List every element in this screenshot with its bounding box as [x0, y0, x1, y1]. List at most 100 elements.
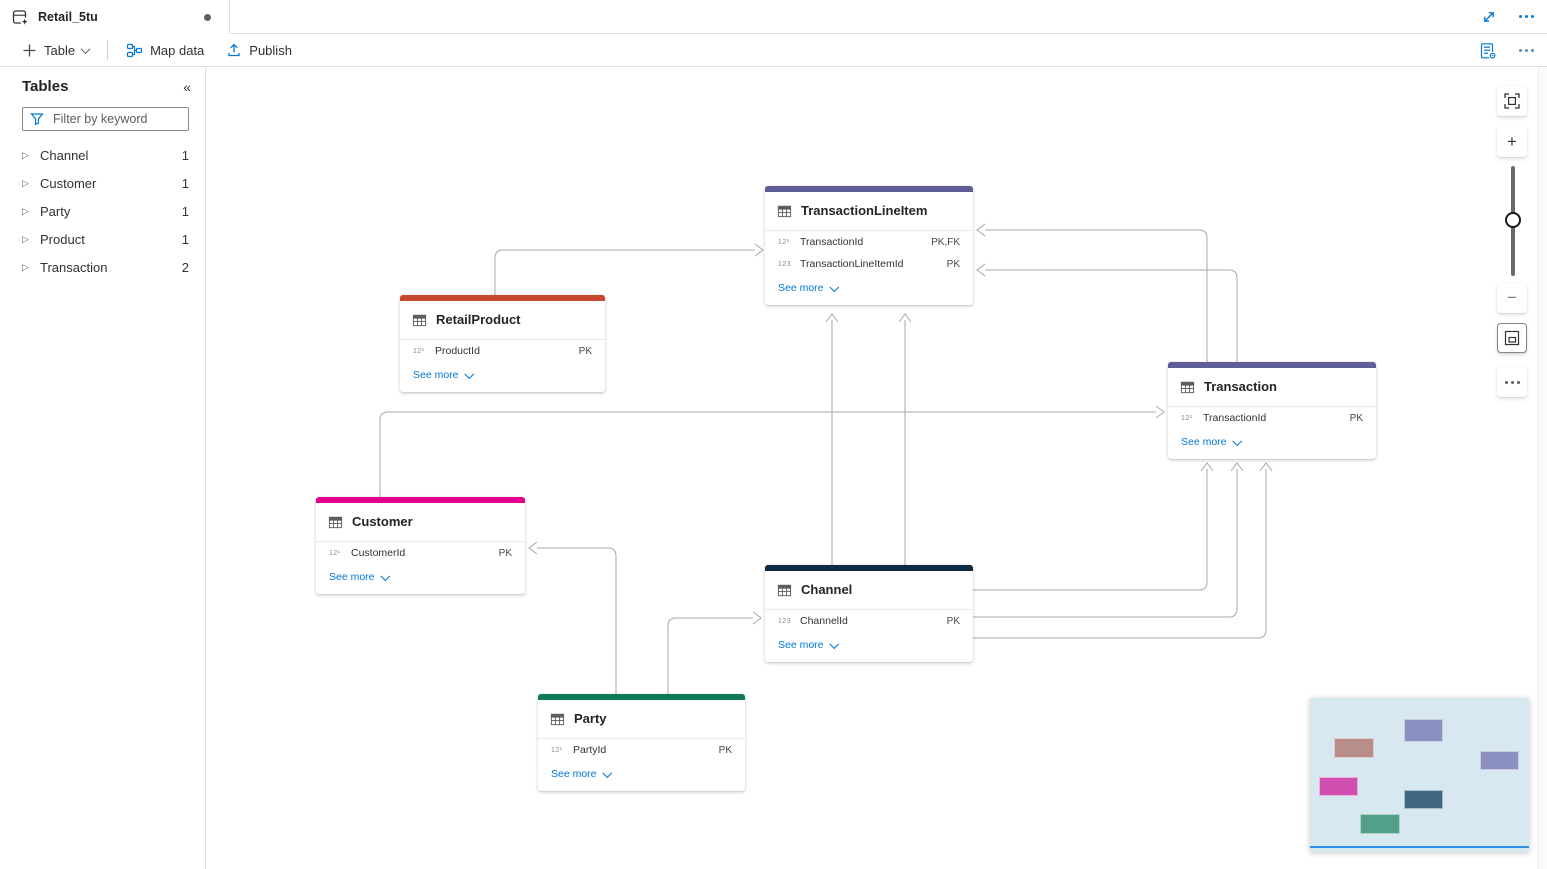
chevron-down-icon	[829, 281, 839, 292]
see-more-label: See more	[778, 282, 824, 294]
document-tab[interactable]: Retail_5tu	[0, 0, 230, 34]
tab-bar-divider	[230, 33, 1547, 34]
minimap-toggle-button[interactable]	[1497, 323, 1527, 353]
chevron-down-icon	[602, 767, 612, 778]
zoom-in-button[interactable]: +	[1497, 127, 1527, 157]
minimap[interactable]	[1310, 698, 1529, 852]
key-badge: PK	[578, 345, 592, 357]
relationship-connector-party-channel[interactable]	[667, 611, 762, 694]
relationship-connector-channel-transaction-3[interactable]	[973, 462, 1273, 639]
collapse-sidebar-button[interactable]: «	[183, 78, 191, 95]
entity-header[interactable]: TransactionLineItem	[765, 192, 973, 231]
entity-header[interactable]: RetailProduct	[400, 301, 605, 340]
toolbar-more-options-button[interactable]	[1515, 47, 1537, 54]
entity-header[interactable]: Party	[538, 700, 745, 739]
map-data-button[interactable]: Map data	[120, 38, 210, 63]
key-badge: PK	[718, 744, 732, 756]
key-badge: PK	[498, 547, 512, 559]
zoom-slider-thumb[interactable]	[1505, 212, 1521, 228]
chevron-down-icon	[380, 570, 390, 581]
expand-chevron-icon[interactable]: ▷	[22, 233, 29, 244]
relationship-connector-transaction-transactionlineitem-2[interactable]	[976, 263, 1238, 362]
minimap-table-rect-channel	[1404, 790, 1443, 809]
chevron-down-icon	[1232, 435, 1242, 446]
relationship-connector-channel-transactionlineitem-1[interactable]	[825, 313, 839, 565]
relationship-connector-channel-transaction-1[interactable]	[973, 462, 1214, 591]
list-settings-icon	[1480, 42, 1497, 59]
see-more-toggle[interactable]: See more	[400, 362, 605, 392]
expand-editor-button[interactable]	[1479, 7, 1499, 27]
zoom-out-button[interactable]: −	[1497, 283, 1527, 313]
entity-title: Party	[574, 711, 607, 726]
table-group-count: 1	[181, 147, 189, 163]
see-more-label: See more	[778, 639, 824, 651]
filter-input[interactable]	[22, 107, 189, 131]
numeric-type-icon: 12¹	[413, 347, 425, 355]
fit-to-screen-button[interactable]	[1497, 86, 1527, 116]
see-more-toggle[interactable]: See more	[538, 761, 745, 791]
expand-chevron-icon[interactable]: ▷	[22, 261, 29, 272]
expand-diagonal-icon	[1484, 11, 1494, 22]
see-more-toggle[interactable]: See more	[1168, 429, 1376, 459]
entity-header[interactable]: Transaction	[1168, 368, 1376, 407]
numeric-type-icon: 12¹	[329, 549, 341, 557]
table-settings-button[interactable]	[1477, 40, 1499, 62]
numeric-type-icon: 12¹	[1181, 414, 1193, 422]
entity-header[interactable]: Customer	[316, 503, 525, 542]
relationship-connector-customer-transaction[interactable]	[379, 405, 1165, 497]
expand-chevron-icon[interactable]: ▷	[22, 205, 29, 216]
chevron-down-icon	[80, 43, 91, 54]
table-group-label: Channel	[40, 147, 89, 163]
numeric-type-icon: 12¹	[551, 746, 563, 754]
numeric-type-icon: 12¹	[778, 238, 790, 246]
table-group-count: 1	[181, 203, 189, 219]
publish-button[interactable]: Publish	[220, 38, 298, 62]
add-table-button[interactable]: Table	[16, 39, 95, 62]
relationship-connector-retailproduct-transactionlineitem[interactable]	[494, 243, 764, 295]
see-more-label: See more	[1181, 436, 1227, 448]
numeric-type-icon: 123	[778, 617, 792, 625]
table-icon	[550, 713, 565, 725]
relationship-connector-channel-transactionlineitem-2[interactable]	[898, 313, 912, 565]
minimap-viewport-indicator[interactable]	[1310, 846, 1529, 848]
see-more-toggle[interactable]: See more	[316, 564, 525, 594]
filter-funnel-icon	[30, 112, 44, 131]
sidebar-title: Tables	[22, 78, 69, 95]
see-more-toggle[interactable]: See more	[765, 632, 973, 662]
relationship-connector-transaction-transactionlineitem-1[interactable]	[976, 223, 1208, 362]
editor-toolbar: Table Map data Publish	[0, 34, 1547, 67]
expand-chevron-icon[interactable]: ▷	[22, 177, 29, 188]
tab-more-options-button[interactable]	[1515, 13, 1537, 20]
table-group-count: 2	[181, 259, 189, 275]
relationship-connector-channel-transaction-2[interactable]	[973, 462, 1244, 618]
expand-chevron-icon[interactable]: ▷	[22, 149, 29, 160]
see-more-toggle[interactable]: See more	[765, 275, 973, 305]
canvas-scrollbar[interactable]	[1538, 68, 1547, 869]
entity-color-bar	[316, 497, 525, 503]
entity-header[interactable]: Channel	[765, 571, 973, 610]
sidebar-item-channel[interactable]: ▷ Channel 1	[0, 141, 205, 169]
entity-color-bar	[400, 295, 605, 301]
relationship-connector-party-customer[interactable]	[528, 541, 617, 694]
key-badge: PK,FK	[931, 236, 960, 248]
fit-to-screen-icon	[1504, 93, 1520, 109]
semantic-model-icon	[12, 9, 29, 26]
canvas-more-options-button[interactable]	[1497, 367, 1527, 397]
